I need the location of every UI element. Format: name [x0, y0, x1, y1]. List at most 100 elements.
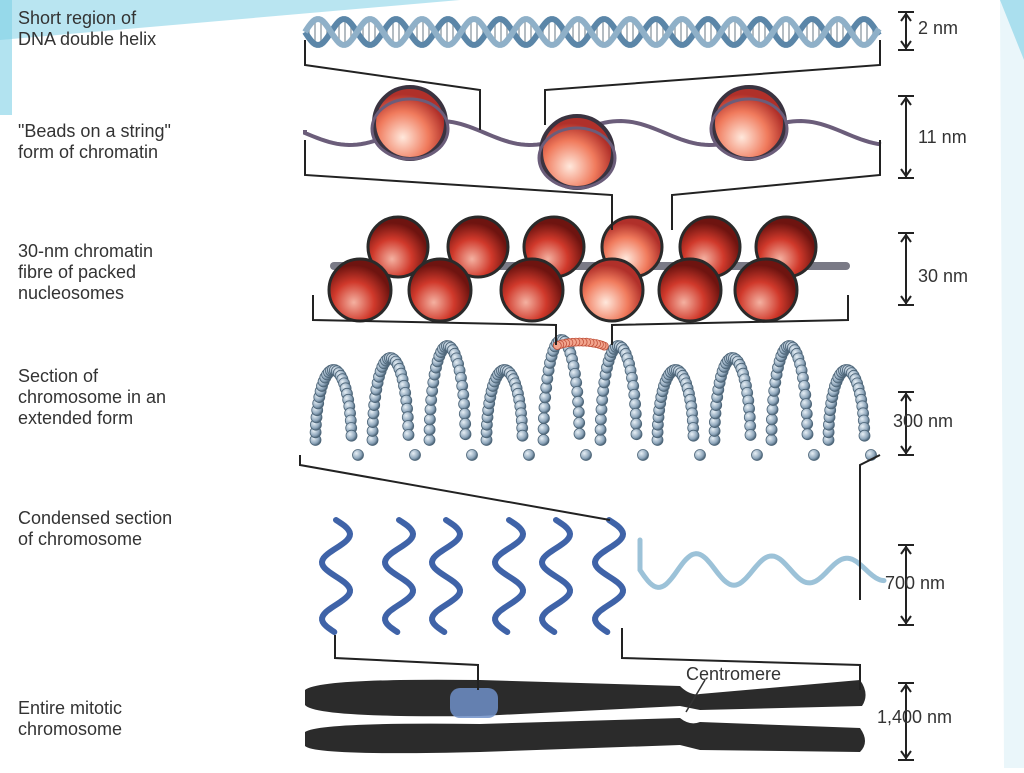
- packed-nucleosome: [446, 215, 510, 279]
- scale-arrow-up: [900, 96, 912, 106]
- connector-line: [671, 140, 881, 230]
- chain-bead: [580, 449, 592, 461]
- packed-nucleosome: [579, 257, 645, 323]
- chain-bead: [466, 449, 478, 461]
- condensed-coil: [491, 517, 527, 635]
- chain-bead: [539, 391, 552, 404]
- chain-bead: [694, 449, 706, 461]
- packed-nucleosome: [407, 257, 473, 323]
- frame-edge-left: [0, 0, 12, 115]
- dna-wrap: [709, 97, 789, 161]
- chain-bead: [630, 428, 643, 441]
- chain-bead: [808, 449, 820, 461]
- chain-bead: [801, 428, 814, 441]
- scale-arrow-down: [900, 295, 912, 305]
- scale-arrow-up: [900, 233, 912, 243]
- chain-bead: [537, 423, 550, 435]
- scale-label-11nm: 11 nm: [918, 127, 967, 147]
- chain-bead: [595, 413, 607, 426]
- chain-bead: [573, 416, 586, 429]
- connector-lines: [299, 40, 881, 690]
- scale-arrow-up: [900, 12, 912, 22]
- dna-wrap: [370, 97, 450, 161]
- chromatin-fibre-30nm: [327, 215, 850, 323]
- packed-nucleosome: [366, 215, 430, 279]
- chain-bead: [538, 412, 550, 425]
- chromatid-lower: [305, 718, 865, 754]
- condensed-coil: [591, 517, 627, 635]
- frame-corner-top-left: [0, 0, 460, 40]
- label-mitotic-chromosome: Entire mitotic chromosome: [18, 698, 123, 739]
- scale-arrow-up: [900, 545, 912, 555]
- chain-bead: [423, 413, 436, 426]
- centromere-label: Centromere: [686, 664, 782, 684]
- dna-double-helix: [302, 16, 882, 48]
- chain-bead: [459, 417, 472, 430]
- helix-strand: [302, 16, 882, 48]
- connector-line: [544, 40, 881, 125]
- scale-arrow-down: [900, 168, 912, 178]
- scale-arrow-up: [900, 683, 912, 693]
- chain-bead: [637, 449, 649, 461]
- chain-bead: [687, 429, 700, 442]
- condensed-chromosome-section: [318, 517, 887, 635]
- packed-nucleosome: [499, 257, 565, 323]
- label-extended-chromosome: Section of chromosome in an extended for…: [18, 366, 167, 428]
- chain-bead: [573, 427, 586, 440]
- fibre-segment-bead: [552, 341, 562, 350]
- extended-chromosome-loops: [309, 334, 877, 461]
- frame-edge-right: [1000, 0, 1024, 768]
- chain-bead: [744, 429, 757, 441]
- scale-arrow-down: [900, 40, 912, 50]
- scale-arrow-down: [900, 750, 912, 760]
- mitotic-chromosome: [305, 679, 866, 754]
- chain-bead: [458, 398, 471, 411]
- packed-nucleosome: [733, 257, 799, 323]
- chain-bead: [423, 434, 436, 446]
- chain-bead: [751, 449, 763, 461]
- scale-label-30nm: 30 nm: [918, 266, 969, 286]
- scale-label-1400nm: 1,400 nm: [877, 707, 953, 727]
- chain-bead: [572, 406, 585, 419]
- chain-bead: [858, 429, 871, 442]
- frame-corner-top-right: [1000, 0, 1024, 60]
- label-30nm-fibre: 30-nm chromatin fibre of packed nucleoso…: [18, 241, 154, 303]
- condensed-coil: [538, 517, 574, 635]
- dna-wrap: [537, 126, 617, 190]
- chain-bead: [523, 449, 535, 461]
- chain-bead: [629, 407, 642, 420]
- chain-bead: [459, 428, 472, 441]
- chain-bead: [594, 423, 607, 436]
- label-dna-helix: Short region of DNA double helix: [18, 8, 157, 49]
- centromere-pointer: [685, 679, 706, 713]
- chain-bead: [537, 434, 550, 446]
- chain-bead: [765, 434, 778, 446]
- condensed-coil: [381, 517, 417, 635]
- unwinding-coil: [637, 537, 887, 590]
- chromatid-upper: [305, 679, 866, 717]
- chain-bead: [765, 423, 778, 436]
- chain-bead: [594, 434, 607, 446]
- beads-on-string: [303, 85, 882, 190]
- chain-bead: [571, 385, 584, 398]
- chain-bead: [409, 449, 421, 461]
- chain-bead: [516, 429, 529, 442]
- condensed-coil: [428, 517, 464, 635]
- chain-bead: [352, 449, 364, 461]
- scale-label-300nm: 300 nm: [893, 411, 954, 431]
- chain-bead: [423, 423, 436, 436]
- scale-arrow-down: [900, 445, 912, 455]
- chain-bead: [402, 429, 415, 441]
- scale-label-2nm: 2 nm: [918, 18, 959, 38]
- scale-arrow-down: [900, 615, 912, 625]
- packed-nucleosome: [657, 257, 723, 323]
- label-beads-on-string: "Beads on a string" form of chromatin: [18, 121, 171, 162]
- chain-bead: [800, 407, 813, 420]
- connector-line: [312, 295, 557, 345]
- chain-bead: [345, 429, 358, 442]
- chain-bead: [801, 417, 814, 430]
- chain-bead: [630, 417, 643, 430]
- condensed-coil: [318, 517, 354, 635]
